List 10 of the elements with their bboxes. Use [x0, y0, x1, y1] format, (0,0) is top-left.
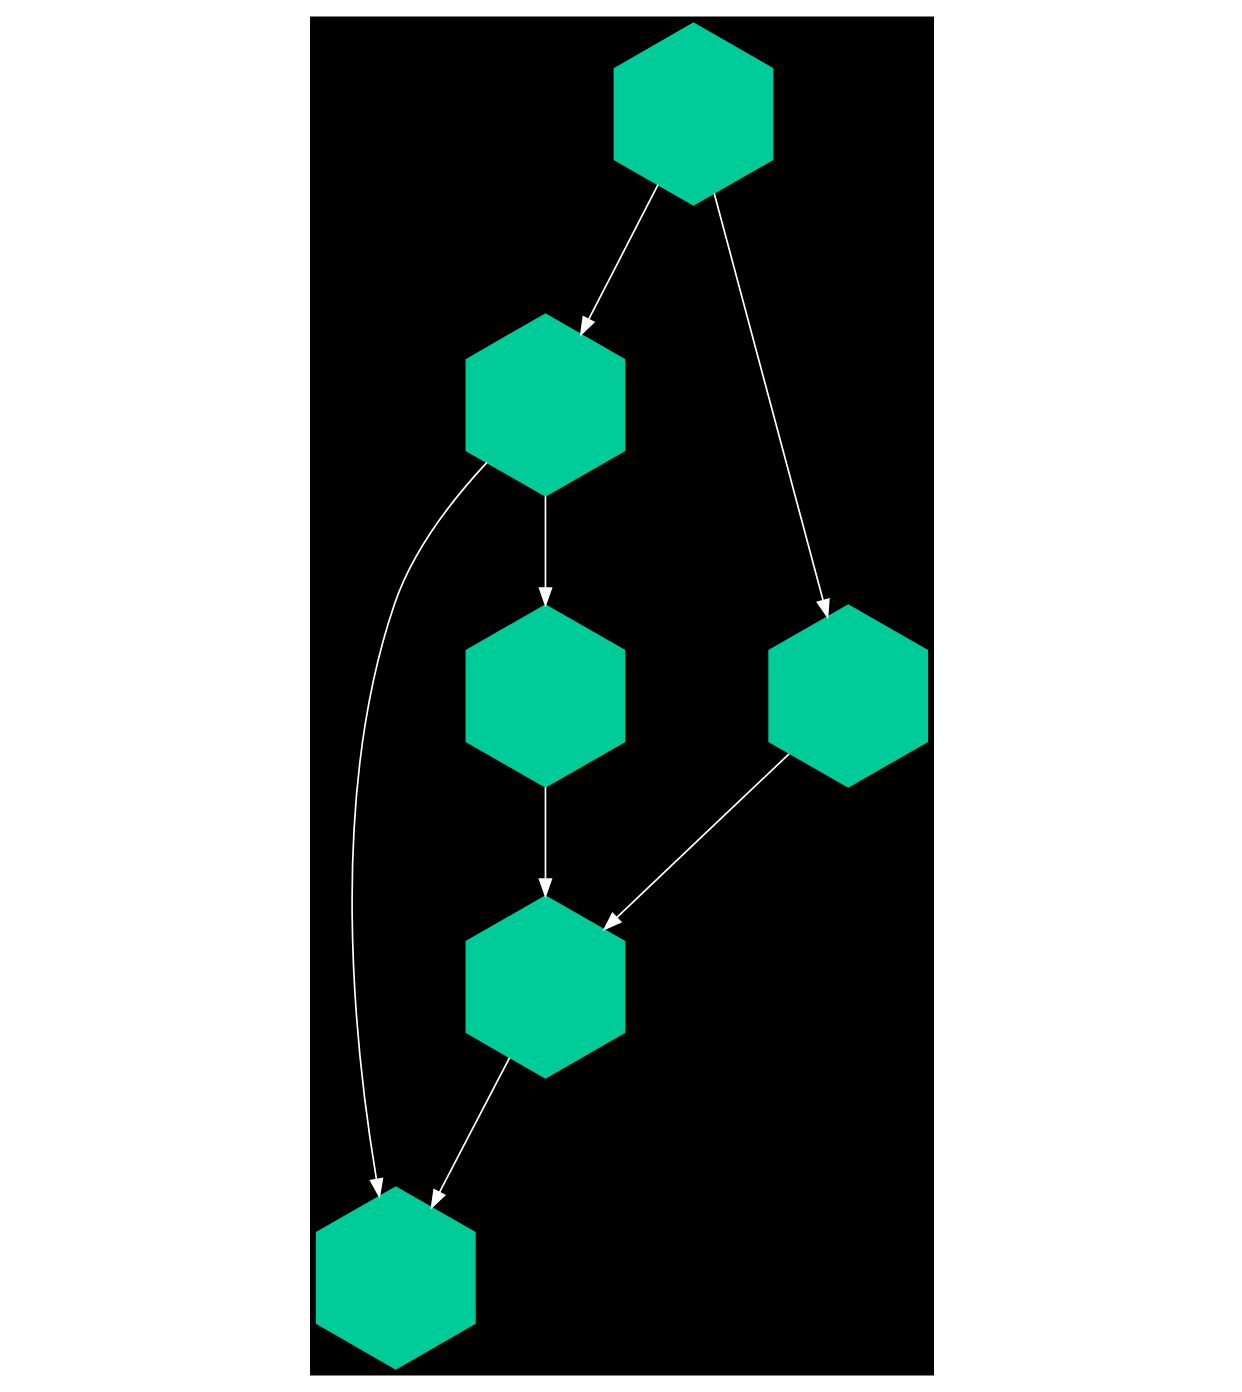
arrow: [712, 192, 829, 620]
arrow: [578, 183, 658, 337]
arrow: [537, 495, 552, 608]
node-hexagon: [464, 604, 625, 788]
arrow: [429, 1056, 510, 1210]
arrow: [350, 461, 487, 1199]
node-hexagon: [612, 22, 773, 206]
arrow: [601, 753, 789, 932]
node-hexagon: [767, 604, 928, 788]
arrow: [537, 786, 552, 899]
